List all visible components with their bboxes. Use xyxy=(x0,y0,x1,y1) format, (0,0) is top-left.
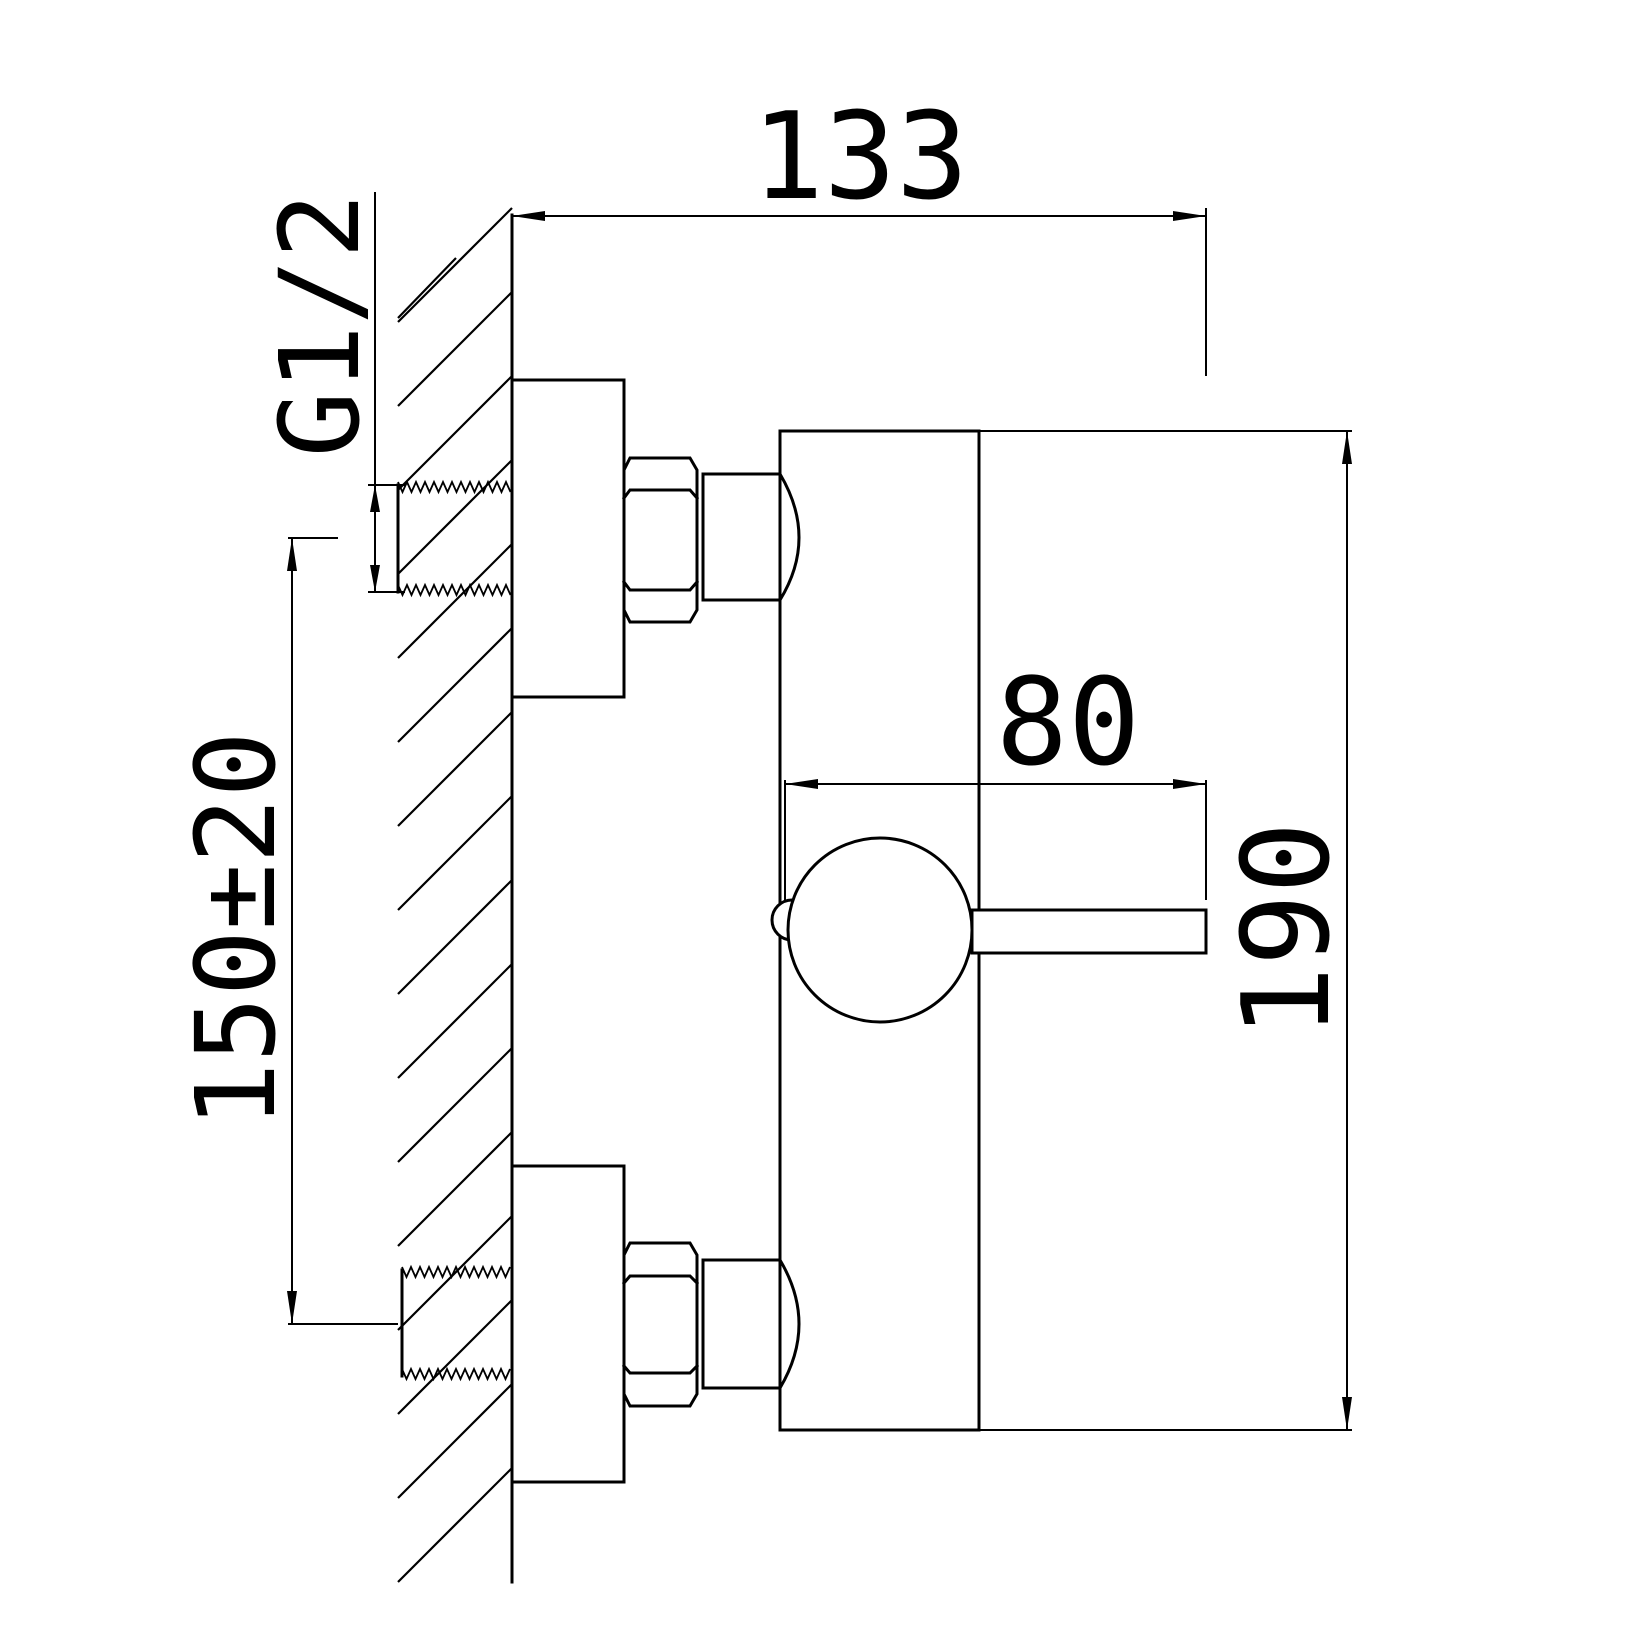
arrow-head xyxy=(287,538,297,571)
hatch-line xyxy=(397,879,513,995)
arrow-head xyxy=(1342,1397,1352,1430)
lower-threaded-pipe xyxy=(400,1264,511,1382)
wall-hatching xyxy=(397,207,513,1583)
hatch-line xyxy=(397,963,513,1079)
dimension-inlet-spacing: 150±20 xyxy=(172,537,398,1325)
dimension-body-height: 190 xyxy=(979,430,1357,1431)
lower-flange xyxy=(510,1164,626,1484)
hatch-line xyxy=(397,459,513,575)
hatch-line xyxy=(397,375,513,491)
hatch-line xyxy=(397,1299,513,1415)
arrow-head xyxy=(1173,779,1206,789)
dimension-value-190: 190 xyxy=(1218,822,1357,1039)
dimension-thread-size: G1/2 xyxy=(256,192,405,593)
hatch-line xyxy=(397,627,513,743)
upper-connector xyxy=(701,472,801,602)
hatch-line xyxy=(397,543,513,659)
upper-pipe-bottom-thread xyxy=(397,582,512,598)
dimension-value-133: 133 xyxy=(752,88,969,227)
lower-hex-nut xyxy=(621,1241,700,1408)
dimension-overall-width: 133 xyxy=(512,88,1207,376)
dimension-value-thread: G1/2 xyxy=(256,193,384,458)
mixer-handle xyxy=(770,836,1208,1024)
lower-connector xyxy=(701,1258,801,1390)
dimension-value-80: 80 xyxy=(996,654,1141,793)
dimension-handle-reach: 80 xyxy=(784,654,1207,900)
hatch-line xyxy=(397,1467,513,1583)
arrow-head xyxy=(785,779,818,789)
upper-flange xyxy=(510,378,626,699)
arrow-head xyxy=(1342,431,1352,464)
lower-inlet xyxy=(400,1164,801,1484)
arrow-head xyxy=(287,1291,297,1324)
handle-lever xyxy=(970,908,1208,955)
lower-pipe-top-thread xyxy=(401,1264,511,1280)
hatch-line xyxy=(397,1383,513,1499)
arrow-head xyxy=(512,211,545,221)
upper-hex-nut xyxy=(621,456,700,624)
hatch-line xyxy=(397,795,513,911)
arrow-head xyxy=(370,565,380,592)
hatch-line xyxy=(397,1215,513,1331)
hatch-line xyxy=(397,711,513,827)
hatch-line xyxy=(397,1131,513,1247)
arrow-head xyxy=(370,485,380,512)
hatch-line xyxy=(397,257,457,319)
hatch-line xyxy=(397,207,513,323)
hatch-line xyxy=(397,291,513,407)
upper-inlet xyxy=(396,378,801,699)
hatch-line xyxy=(397,1047,513,1163)
dimension-value-150-20: 150±20 xyxy=(172,731,300,1128)
lower-pipe-bottom-thread xyxy=(401,1366,511,1382)
upper-pipe-top-thread xyxy=(397,479,512,495)
arrow-head xyxy=(1173,211,1206,221)
handle-knob xyxy=(786,836,974,1024)
upper-threaded-pipe xyxy=(396,479,512,598)
